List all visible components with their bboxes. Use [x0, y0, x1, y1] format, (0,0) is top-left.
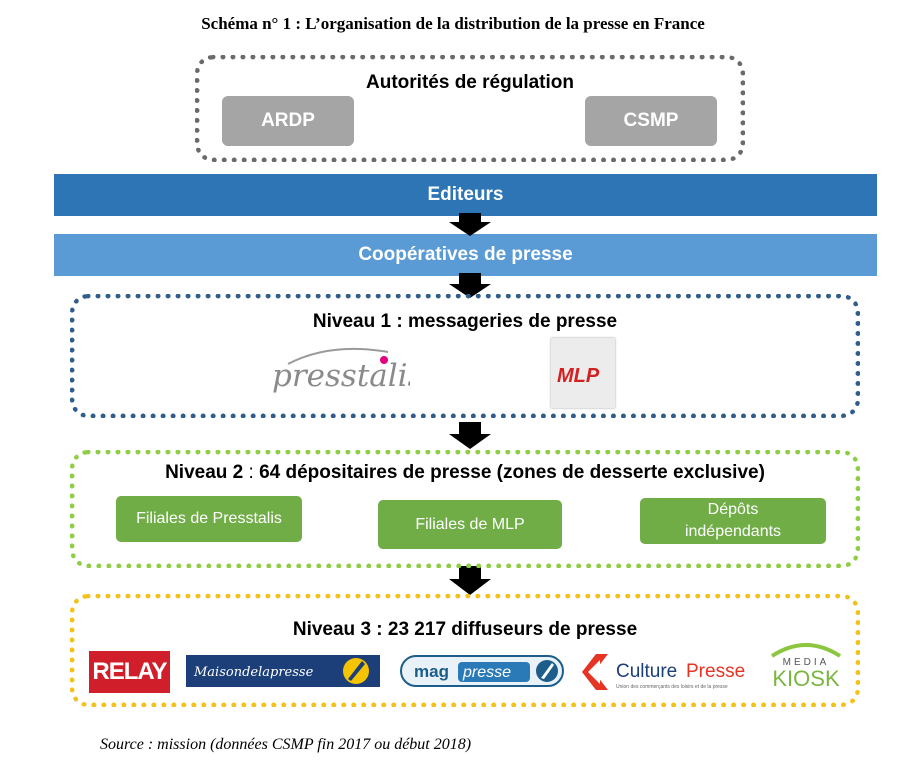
level2-heading-number: Niveau 2 [165, 462, 244, 483]
culturepresse-logo-subtitle: Union des commerçants des loisirs et de … [616, 684, 728, 690]
filiales-presstalis-box: Filiales de Presstalis [116, 496, 302, 542]
cooperatives-bar: Coopératives de presse [54, 234, 877, 276]
mlp-logo-text: MLP [557, 365, 600, 387]
level2-heading: Niveau 2 : 64 dépositaires de presse (zo… [70, 462, 860, 484]
magpresse-logo-text-presse: presse [462, 664, 511, 681]
mediakiosk-logo-text-media: MEDIA [783, 657, 830, 668]
maison-logo-text: Maisondelapresse [193, 665, 314, 680]
level2-heading-sep: : [243, 462, 260, 483]
presstalis-logo: presstalis [272, 347, 410, 394]
maisondelapresse-logo: Maisondelapresse [186, 655, 380, 687]
regulation-heading: Autorités de régulation [366, 72, 574, 93]
mediakiosk-logo: MEDIA KIOSK [766, 640, 846, 692]
csmp-box: CSMP [585, 96, 717, 146]
relay-logo: RELAY [89, 651, 170, 693]
mlp-logo: MLP [551, 338, 615, 408]
arrow-down-icon [449, 422, 491, 449]
arrow-down-icon [449, 273, 491, 298]
editeurs-bar: Editeurs [54, 174, 877, 216]
mediakiosk-logo-text-kiosk: KIOSK [772, 666, 840, 691]
magpresse-logo: mag presse [400, 654, 565, 688]
level2-heading-text: 64 dépositaires de presse (zones de dess… [259, 462, 765, 483]
ardp-box: ARDP [222, 96, 354, 146]
culturepresse-logo-text-culture: Culture [616, 661, 677, 682]
regulation-group [195, 55, 745, 162]
depots-independants-box: Dépôts indépendants [640, 498, 826, 544]
magpresse-logo-text-mag: mag [414, 662, 449, 681]
culturepresse-logo: Culture Presse Union des commerçants des… [574, 650, 754, 694]
level1-heading: Niveau 1 : messageries de presse [312, 311, 618, 332]
relay-logo-text: RELAY [92, 658, 167, 685]
source-note: Source : mission (données CSMP fin 2017 … [100, 736, 472, 753]
level1-group [70, 294, 860, 418]
level3-heading: Niveau 3 : 23 217 diffuseurs de presse [292, 619, 638, 640]
culturepresse-logo-text-presse: Presse [686, 661, 745, 682]
diagram-title: Schéma n° 1 : L’organisation de la distr… [201, 14, 705, 33]
filiales-mlp-box: Filiales de MLP [378, 500, 562, 549]
level2-group [70, 450, 860, 568]
presstalis-logo-text: presstalis [272, 358, 410, 394]
arrow-down-icon [449, 566, 491, 595]
level3-group [70, 594, 860, 707]
arrow-down-icon [449, 213, 491, 236]
